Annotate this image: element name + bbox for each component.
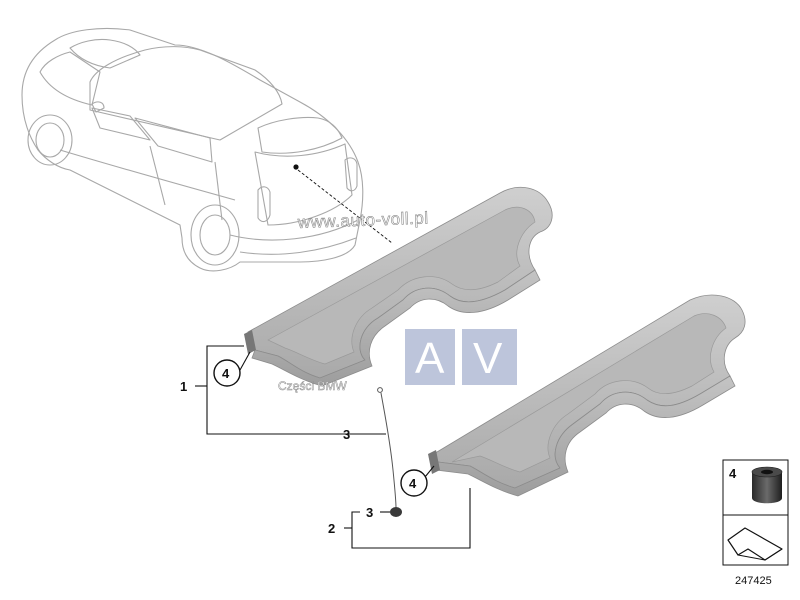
watermark-logo-left: A bbox=[415, 334, 445, 383]
cord-stopper bbox=[390, 507, 402, 517]
callout-4-lower: 4 bbox=[409, 476, 417, 491]
callout-4-lower-circle bbox=[400, 469, 428, 497]
watermark-logo-right: V bbox=[473, 334, 503, 383]
parcel-shelf-upper bbox=[244, 186, 553, 387]
leader-lines bbox=[195, 345, 471, 549]
parcel-shelf-lower bbox=[428, 294, 746, 497]
car-location-dot bbox=[293, 164, 299, 170]
rubber-buffer-icon bbox=[751, 466, 783, 504]
callout-2: 2 bbox=[328, 521, 335, 536]
reference-number: 247425 bbox=[735, 575, 772, 587]
legend-item-label: 4 bbox=[729, 466, 737, 481]
legend-box: 4 bbox=[722, 459, 789, 566]
callout-3-upper: 3 bbox=[343, 427, 350, 442]
car-outline bbox=[21, 27, 364, 272]
callout-3-lower: 3 bbox=[366, 505, 373, 520]
callout-4-upper: 4 bbox=[222, 366, 230, 381]
callout-1: 1 bbox=[180, 379, 187, 394]
watermark-logo-left-box bbox=[405, 329, 455, 385]
bracket-symbol-icon bbox=[727, 527, 783, 561]
strap-cord bbox=[377, 387, 402, 517]
watermark-url: www.auto-voll.pl bbox=[296, 208, 428, 232]
callout-4-upper-circle bbox=[213, 359, 241, 387]
watermark-logo-right-box bbox=[462, 329, 517, 385]
watermark-subtitle: Części BMW bbox=[278, 379, 347, 393]
car-leader-line bbox=[297, 169, 393, 244]
